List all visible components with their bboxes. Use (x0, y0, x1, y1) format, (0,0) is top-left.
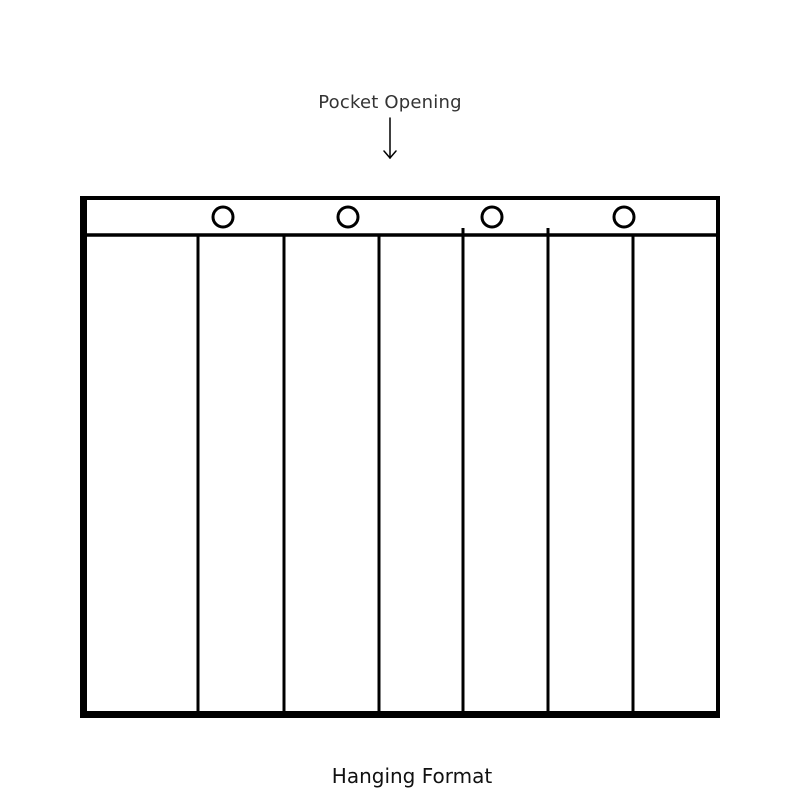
banner-outline (80, 196, 720, 718)
grommet-ring-icon (211, 205, 235, 229)
down-arrow-icon (383, 117, 397, 160)
pocket-opening-label: Pocket Opening (318, 92, 462, 113)
panel-dividers (196, 228, 635, 716)
diagram-caption: Hanging Format (331, 764, 493, 788)
grommet-ring-icon (612, 205, 636, 229)
grommet-ring-icon (480, 205, 504, 229)
grommet-ring-icon (336, 205, 360, 229)
grommets (211, 205, 636, 229)
